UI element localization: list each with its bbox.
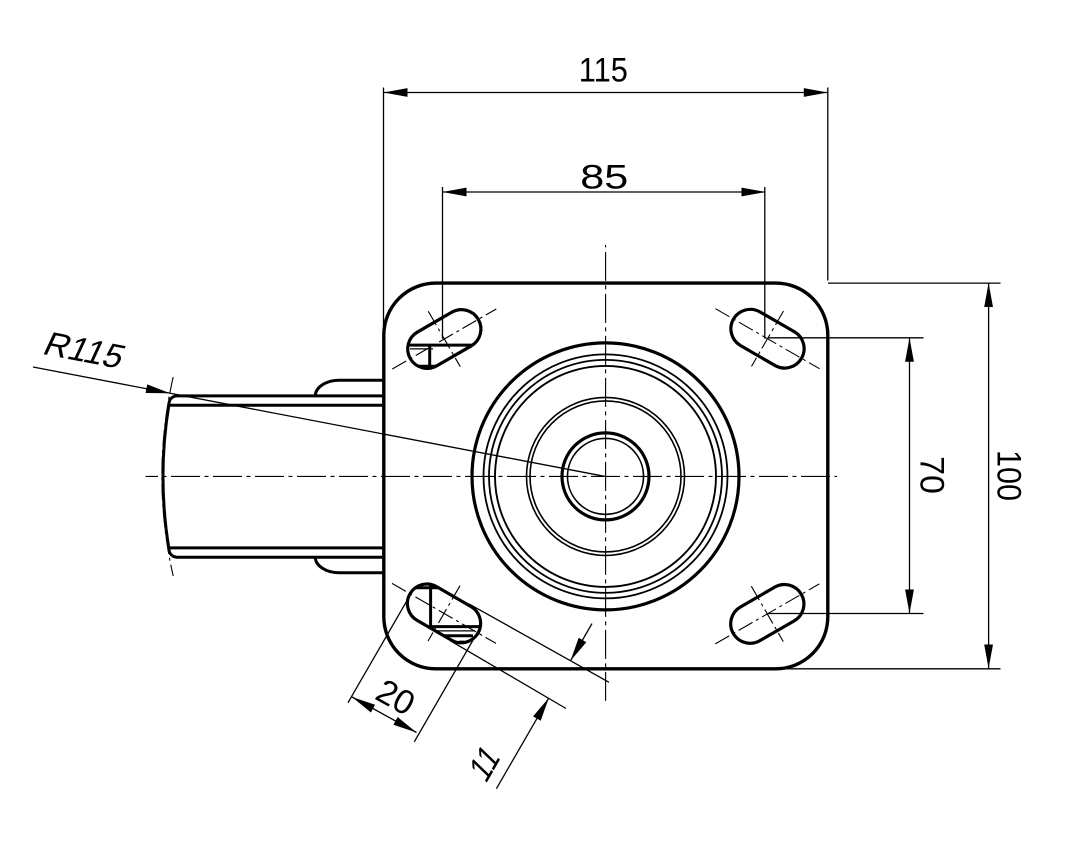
svg-text:85: 85 [580, 158, 628, 196]
svg-text:115: 115 [579, 51, 628, 89]
svg-text:70: 70 [913, 456, 951, 494]
svg-text:100: 100 [990, 450, 1028, 501]
